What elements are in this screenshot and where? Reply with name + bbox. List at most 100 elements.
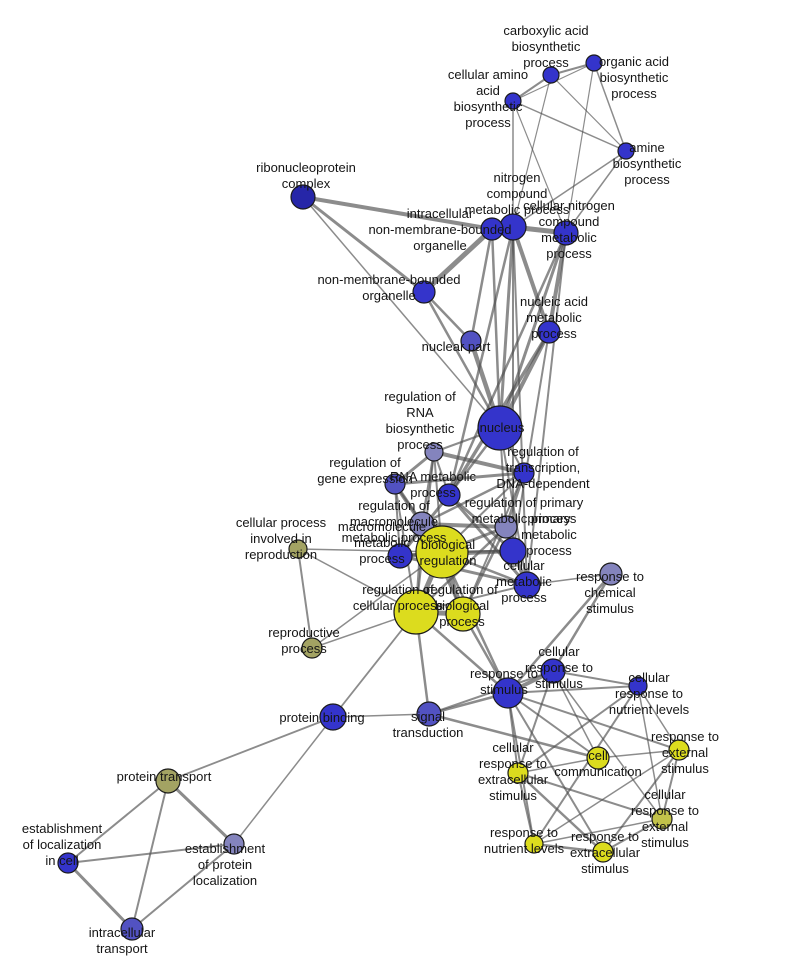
edge-protein_binding--establishment_protein_localization[interactable] [233, 716, 334, 845]
edge-ribonucleoprotein--nmbo[interactable] [301, 195, 426, 294]
node-protein_binding[interactable] [319, 703, 347, 731]
edge-intracellular_nmbo--nmbo[interactable] [421, 226, 495, 295]
node-reg_biological[interactable] [445, 596, 481, 632]
edge-cellular_response_nutrient--cellular_response_extracell[interactable] [517, 685, 639, 774]
edge-reproductive_process--biological_regulation[interactable] [311, 551, 443, 649]
edge-cellular_amino--amine[interactable] [512, 100, 627, 152]
edge-cellular_response_stimulus--response_chemical[interactable] [551, 572, 613, 673]
edge-reg_transcription--reg_gene[interactable] [393, 471, 526, 486]
node-cellular_metabolic[interactable] [513, 571, 541, 599]
edge-protein_transport--establishment_protein_localization[interactable] [166, 779, 236, 846]
edge-nitrogen_compound--nucleus[interactable] [498, 225, 515, 430]
edge-establishment_localization_cell--intracellular_transport[interactable] [66, 861, 134, 931]
node-cellular_response_extracell[interactable] [507, 762, 529, 784]
node-response_chemical[interactable] [599, 562, 623, 586]
edge-protein_binding--protein_transport[interactable] [167, 716, 334, 782]
node-reg_gene[interactable] [384, 473, 406, 495]
node-reg_rna[interactable] [424, 442, 444, 462]
edge-response_stimulus--cellular_response_nutrient[interactable] [507, 685, 639, 694]
edge-response_external--cell_comm[interactable] [597, 749, 680, 759]
edge-response_stimulus--response_extracell[interactable] [507, 692, 604, 853]
node-nuclear_part[interactable] [460, 330, 482, 352]
node-intracellular_transport[interactable] [120, 917, 144, 941]
edge-cellular_response_stimulus--cellular_response_nutrient[interactable] [552, 670, 639, 687]
edge-cellular_process_repro--reproductive_process[interactable] [297, 548, 313, 649]
edge-nmbo--nucleus[interactable] [422, 290, 502, 430]
node-response_external[interactable] [668, 739, 690, 761]
edge-response_stimulus--cell_comm[interactable] [507, 692, 599, 759]
node-reg_primary[interactable] [494, 515, 518, 539]
node-primary_metabolic[interactable] [499, 537, 527, 565]
node-reg_cellular[interactable] [393, 589, 439, 635]
edge-response_stimulus--response_chemical[interactable] [506, 572, 613, 695]
edge-reg_primary--reg_macromol[interactable] [420, 522, 508, 529]
edge-cellular_response_extracell--response_nutrient[interactable] [517, 772, 535, 845]
edge-response_stimulus--response_external[interactable] [507, 692, 680, 751]
node-macromol_metabolic[interactable] [387, 543, 413, 569]
edge-reg_transcription--reg_macromol[interactable] [420, 471, 526, 526]
node-cellular_amino[interactable] [504, 92, 522, 110]
edge-carboxylic--nitrogen_compound[interactable] [512, 74, 552, 228]
edge-cellular_amino--cellular_nitrogen[interactable] [512, 100, 567, 234]
edge-cellular_response_nutrient--response_nutrient[interactable] [533, 685, 639, 845]
node-cellular_response_stimulus[interactable] [540, 658, 566, 684]
node-cellular_response_external[interactable] [651, 808, 673, 830]
node-establishment_protein_localization[interactable] [223, 833, 245, 855]
node-nmbo[interactable] [412, 280, 436, 304]
edge-cell_comm--cellular_response_stimulus[interactable] [552, 670, 599, 759]
edge-reg_transcription--reg_biological[interactable] [462, 472, 525, 615]
node-carboxylic[interactable] [542, 66, 560, 84]
edge-establishment_localization_cell--establishment_protein_localization[interactable] [67, 843, 235, 864]
edge-response_extracell--cellular_response_external[interactable] [602, 818, 663, 853]
node-reproductive_process[interactable] [301, 637, 323, 659]
edge-cellular_response_stimulus--cellular_response_external[interactable] [552, 670, 663, 820]
node-rna_metabolic[interactable] [437, 483, 461, 507]
edge-organic--cellular_nitrogen[interactable] [565, 62, 595, 234]
edge-protein_transport--establishment_localization_cell[interactable] [67, 780, 169, 864]
node-amine[interactable] [617, 142, 635, 160]
edge-reg_rna--reg_transcription[interactable] [432, 450, 526, 475]
edge-cellular_nitrogen--cellular_metabolic[interactable] [526, 232, 567, 586]
node-signal_transduction[interactable] [416, 701, 442, 727]
edge-rna_metabolic--cellular_metabolic[interactable] [447, 493, 529, 587]
edge-nitrogen_compound--cellular_metabolic[interactable] [512, 226, 528, 586]
node-ribonucleoprotein[interactable] [290, 184, 316, 210]
edge-intracellular_nmbo--nucleus[interactable] [490, 227, 502, 430]
edge-organic--amine[interactable] [593, 62, 627, 152]
edge-response_extracell--response_nutrient[interactable] [532, 842, 605, 854]
edge-protein_binding--signal_transduction[interactable] [332, 713, 430, 718]
edge-response_external--response_nutrient[interactable] [533, 749, 680, 845]
edge-response_external--response_extracell[interactable] [602, 749, 680, 853]
node-response_stimulus[interactable] [492, 677, 524, 709]
edge-cellular_nitrogen--rna_metabolic[interactable] [447, 231, 568, 497]
edge-nitrogen_compound--nucleic_acid[interactable] [511, 225, 551, 334]
edge-establishment_protein_localization--intracellular_transport[interactable] [131, 843, 235, 930]
edge-carboxylic--amine[interactable] [550, 74, 627, 152]
node-cellular_response_nutrient[interactable] [628, 676, 648, 696]
edge-cellular_response_nutrient--response_external[interactable] [637, 685, 680, 751]
node-biological_regulation[interactable] [415, 525, 469, 579]
node-organic[interactable] [585, 54, 603, 72]
node-nucleus[interactable] [477, 405, 523, 451]
node-response_nutrient[interactable] [524, 834, 544, 854]
edge-nitrogen_compound--rna_metabolic[interactable] [447, 225, 515, 497]
edge-ribonucleoprotein--nucleus[interactable] [302, 196, 501, 429]
edge-cellular_response_extracell--cellular_response_external[interactable] [517, 772, 663, 820]
edge-cellular_response_extracell--response_extracell[interactable] [516, 771, 605, 854]
node-protein_transport[interactable] [155, 768, 181, 794]
node-cellular_process_repro[interactable] [288, 539, 308, 559]
node-cellular_nitrogen[interactable] [553, 220, 579, 246]
edge-cellular_metabolic--response_chemical[interactable] [526, 573, 612, 586]
edge-rna_metabolic--primary_metabolic[interactable] [447, 493, 515, 553]
edge-amine--nitrogen_compound[interactable] [512, 150, 627, 228]
edge-nucleic_acid--primary_metabolic[interactable] [512, 331, 550, 552]
edge-cellular_response_extracell--cell_comm[interactable] [517, 757, 599, 774]
node-nucleic_acid[interactable] [537, 320, 561, 344]
edge-response_nutrient--cellular_response_external[interactable] [533, 818, 663, 845]
edge-protein_transport--intracellular_transport[interactable] [131, 780, 169, 930]
edge-cellular_response_stimulus--signal_transduction[interactable] [428, 670, 554, 715]
node-intracellular_nmbo[interactable] [480, 217, 504, 241]
edge-ribonucleoprotein--intracellular_nmbo[interactable] [301, 195, 494, 231]
edge-intracellular_nmbo--nuclear_part[interactable] [469, 227, 494, 343]
node-establishment_localization_cell[interactable] [57, 852, 79, 874]
